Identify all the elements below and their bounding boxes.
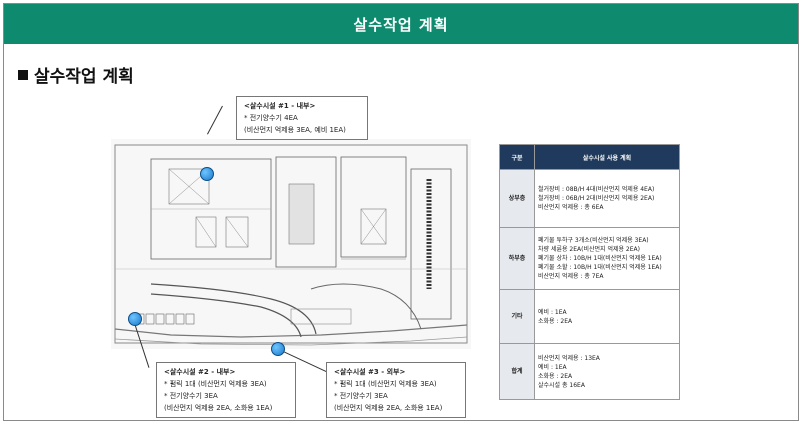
table-row: 합계 비산먼지 억제용 : 13EA 예비 : 1EA 소화용 : 2EA 살수…: [499, 343, 680, 400]
table-row: 기타 예비 : 1EA 소화용 : 2EA: [499, 289, 680, 344]
table-cell-category: 합계: [499, 343, 535, 400]
plan-line: 살수시설 총 16EA: [538, 381, 585, 389]
plan-line: 폐기물 투하구 3개소(비산먼지 억제용 3EA): [538, 237, 649, 244]
sprinkler-marker-1: [200, 167, 214, 181]
table-cell-plan: 예비 : 1EA 소화용 : 2EA: [534, 289, 680, 344]
plan-line: 철거장비 : 08B/H 4대(비산먼지 억제용 4EA): [538, 186, 655, 193]
table-header-plan: 살수시설 사용 계획: [534, 144, 680, 170]
plan-line: 비산먼지 억제용 : 13EA: [538, 354, 600, 362]
callout-3-line: * 펌릭 1대 (비산먼지 억제용 3EA): [334, 380, 437, 388]
page-title: 살수작업 계획: [353, 15, 449, 34]
table-cell-plan: 폐기물 투하구 3개소(비산먼지 억제용 3EA) 차량 세륜용 2EA(비산먼…: [534, 227, 680, 290]
slide-frame: 살수작업 계획 살수작업 계획: [3, 3, 799, 421]
callout-1-line: * 전기양수기 4EA: [244, 114, 298, 122]
section-title: 살수작업 계획: [34, 67, 134, 87]
table-row: 상부층 철거장비 : 08B/H 4대(비산먼지 억제용 4EA) 철거장비 :…: [499, 169, 680, 228]
plan-line: 철거장비 : 06B/H 2대(비산먼지 억제용 2EA): [538, 195, 655, 202]
sprinkler-plan-table: 구분 살수시설 사용 계획 상부층 철거장비 : 08B/H 4대(비산먼지 억…: [499, 144, 680, 400]
floor-plan-drawing: [111, 139, 471, 349]
plan-line: 소화용 : 2EA: [538, 317, 573, 325]
callout-2-title: <살수시설 #2 - 내부>: [164, 368, 236, 376]
plan-line: 예비 : 1EA: [538, 308, 567, 316]
callout-2-line: * 전기양수기 3EA: [164, 392, 218, 400]
table-row: 하부층 폐기물 투하구 3개소(비산먼지 억제용 3EA) 차량 세륜용 2EA…: [499, 227, 680, 290]
plan-line: 폐기물 상차 : 10B/H 1대(비산먼지 억제용 1EA): [538, 255, 662, 262]
sprinkler-marker-3: [271, 342, 285, 356]
section-heading: 살수작업 계획: [18, 62, 134, 87]
plan-line: 비산먼지 억제용 : 총 7EA: [538, 273, 604, 280]
table-cell-plan: 철거장비 : 08B/H 4대(비산먼지 억제용 4EA) 철거장비 : 06B…: [534, 169, 680, 228]
callout-facility-1: <살수시설 #1 - 내부> * 전기양수기 4EA (비산먼지 억제용 3EA…: [236, 96, 368, 140]
page-header: 살수작업 계획: [4, 4, 798, 44]
callout-facility-3: <살수시설 #3 - 외부> * 펌릭 1대 (비산먼지 억제용 3EA) * …: [326, 362, 466, 418]
square-bullet-icon: [18, 69, 28, 80]
callout-1-line: (비산먼지 억제용 3EA, 예비 1EA): [244, 126, 346, 134]
plan-line: 소화용 : 2EA: [538, 372, 573, 380]
callout-3-line: * 전기양수기 3EA: [334, 392, 388, 400]
table-header-category: 구분: [499, 144, 535, 170]
table-header-row: 구분 살수시설 사용 계획: [499, 144, 680, 170]
table-cell-category: 상부층: [499, 169, 535, 228]
table-cell-category: 기타: [499, 289, 535, 344]
table-cell-category: 하부층: [499, 227, 535, 290]
leader-line-1: [207, 105, 223, 135]
callout-2-line: (비산먼지 억제용 2EA, 소화용 1EA): [164, 404, 273, 412]
callout-3-line: (비산먼지 억제용 2EA, 소화용 1EA): [334, 404, 443, 412]
plan-line: 차량 세륜용 2EA(비산먼지 억제용 2EA): [538, 246, 640, 253]
callout-3-title: <살수시설 #3 - 외부>: [334, 368, 406, 376]
table-cell-plan: 비산먼지 억제용 : 13EA 예비 : 1EA 소화용 : 2EA 살수시설 …: [534, 343, 680, 400]
callout-facility-2: <살수시설 #2 - 내부> * 펌릭 1대 (비산먼지 억제용 3EA) * …: [156, 362, 296, 418]
callout-1-title: <살수시설 #1 - 내부>: [244, 102, 316, 110]
plan-line: 비산먼지 억제용 : 총 6EA: [538, 204, 604, 211]
callout-2-line: * 펌릭 1대 (비산먼지 억제용 3EA): [164, 380, 267, 388]
plan-line: 폐기물 소할 : 10B/H 1대(비산먼지 억제용 1EA): [538, 264, 662, 271]
sprinkler-marker-2: [128, 312, 142, 326]
plan-line: 예비 : 1EA: [538, 363, 567, 371]
